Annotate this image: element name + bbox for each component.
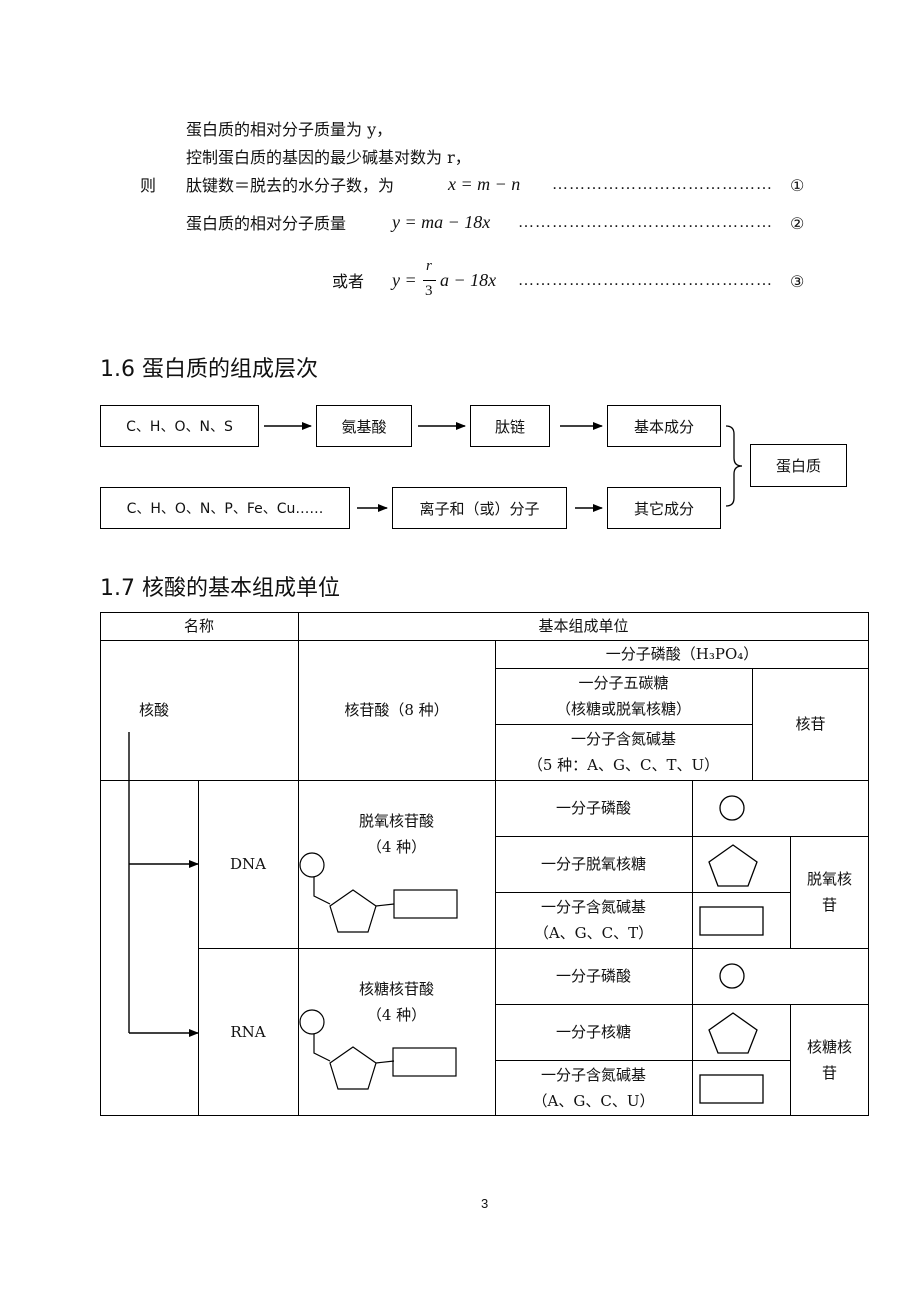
equation-3-numerator: r xyxy=(426,258,432,274)
pentose-cell: 一分子五碳糖（核糖或脱氧核糖） xyxy=(555,674,691,718)
base-cell: 一分子含氮碱基（5 种：A、G、C、T、U） xyxy=(527,730,720,774)
fraction-bar xyxy=(423,280,436,281)
phosphate-circle-icon xyxy=(719,795,745,821)
formula-huozhe: 或者 xyxy=(332,272,365,291)
formula-line-4-label: 蛋白质的相对分子质量 xyxy=(186,214,347,233)
rna-ribose: 一分子核糖 xyxy=(555,1023,631,1041)
phosphate-circle-icon xyxy=(299,1009,325,1035)
base-rect-icon xyxy=(699,1074,764,1104)
header-name: 名称 xyxy=(183,617,214,635)
formula-ze: 则 xyxy=(140,176,157,195)
nucleic-acid-label: 核酸 xyxy=(139,701,170,719)
equation-mark-1: ① xyxy=(790,176,805,195)
phosphate-circle-icon xyxy=(299,852,325,878)
pentose-pentagon-icon xyxy=(329,889,377,933)
brace xyxy=(725,425,743,507)
pentose-pentagon-icon xyxy=(329,1046,377,1090)
flow-box-elements-1: C、H、O、N、S xyxy=(100,405,259,447)
dna-nucleotide-diagram xyxy=(299,852,458,933)
nucleoside-cell: 核苷 xyxy=(795,715,826,733)
dna-phosphate: 一分子磷酸 xyxy=(555,799,631,817)
rna-label: RNA xyxy=(230,1023,266,1041)
dna-label: DNA xyxy=(230,855,266,873)
equation-1: x = m − n xyxy=(448,174,521,194)
formula-line-1: 蛋白质的相对分子质量为 y， xyxy=(186,120,393,139)
phosphate-circle-icon xyxy=(719,963,745,989)
formula-line-3-label: 肽键数＝脱去的水分子数，为 xyxy=(186,176,395,195)
equation-3-denominator: 3 xyxy=(425,283,433,299)
formula-line-2: 控制蛋白质的基因的最少碱基对数为 r， xyxy=(186,148,471,167)
dna-nucleotide-label: 脱氧核苷酸（4 种） xyxy=(358,812,434,856)
rna-nucleoside: 核糖核苷 xyxy=(806,1038,852,1082)
phosphate-h3po4: 一分子磷酸（H₃PO₄） xyxy=(605,645,759,663)
equation-3-rhs: a − 18x xyxy=(440,270,497,290)
flow-box-basic: 基本成分 xyxy=(607,405,721,447)
section-1-7-title: 1.7 核酸的基本组成单位 xyxy=(100,576,340,601)
equation-2: y = ma − 18x xyxy=(392,212,491,232)
equation-mark-3: ③ xyxy=(790,272,805,291)
equation-mark-2: ② xyxy=(790,214,805,233)
rna-nucleotide-label: 核糖核苷酸（4 种） xyxy=(358,980,434,1024)
section-1-6-title: 1.6 蛋白质的组成层次 xyxy=(100,357,318,382)
base-rect-icon xyxy=(699,906,764,936)
rna-base: 一分子含氮碱基（A、G、C、U） xyxy=(532,1066,655,1110)
base-rect-icon xyxy=(392,1047,457,1077)
pentose-pentagon-icon xyxy=(708,1012,758,1054)
header-unit: 基本组成单位 xyxy=(538,617,629,635)
dna-nucleoside: 脱氧核苷 xyxy=(806,870,852,914)
flow-box-ions: 离子和（或）分子 xyxy=(392,487,567,529)
base-rect-icon xyxy=(393,889,458,919)
flow-box-protein: 蛋白质 xyxy=(750,444,847,487)
leader-dots-2: ……………………………………… xyxy=(518,214,773,231)
nucleotide-label: 核苷酸（8 种） xyxy=(344,701,449,719)
page-number: 3 xyxy=(481,1196,489,1211)
flow-box-other: 其它成分 xyxy=(607,487,721,529)
flow-box-amino-acid: 氨基酸 xyxy=(316,405,412,447)
flow-box-peptide: 肽链 xyxy=(470,405,550,447)
equation-3-lhs: y = xyxy=(392,270,417,290)
rna-nucleotide-diagram xyxy=(299,1009,457,1090)
rna-phosphate: 一分子磷酸 xyxy=(555,967,631,985)
dna-base: 一分子含氮碱基（A、G、C、T） xyxy=(533,898,654,942)
leader-dots-3: ……………………………………… xyxy=(518,272,773,289)
leader-dots-1: ………………………………… xyxy=(552,176,773,193)
flow-box-elements-2: C、H、O、N、P、Fe、Cu…… xyxy=(100,487,350,529)
pentose-pentagon-icon xyxy=(708,844,758,887)
dna-deoxyribose: 一分子脱氧核糖 xyxy=(540,855,646,873)
